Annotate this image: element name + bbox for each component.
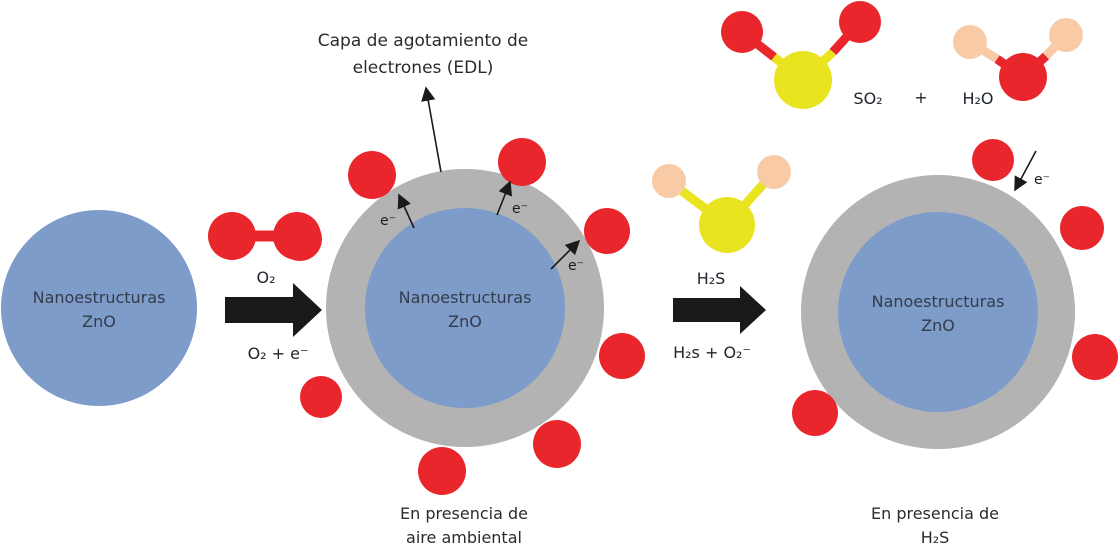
edl-label-line1: Capa de agotamiento de <box>318 31 528 51</box>
h2o-hydrogen-atom <box>953 25 987 59</box>
reaction1-above-label: O₂ <box>256 268 275 287</box>
electron-label: e⁻ <box>380 213 396 229</box>
h2o-product-label: H₂O <box>962 89 993 108</box>
h2o-molecule-icon <box>953 18 1083 101</box>
edl-label-line2: electrones (EDL) <box>353 58 494 78</box>
electron-label: e⁻ <box>512 201 528 217</box>
plus-sign-label: + <box>914 88 927 107</box>
oxygen-ion <box>1060 206 1104 250</box>
caption-air-line2: aire ambiental <box>406 528 522 547</box>
reaction-arrow-2 <box>673 286 766 334</box>
zno-label-left-line1: Nanoestructuras <box>33 288 166 307</box>
o2-oxygen-atom <box>208 212 256 260</box>
zno-label-right-line2: ZnO <box>921 316 955 335</box>
zno-core-middle <box>365 208 565 408</box>
h2s-sulfur-atom <box>699 197 755 253</box>
electron-out-arrow <box>550 239 581 270</box>
oxygen-ion <box>498 138 546 186</box>
caption-air-line1: En presencia de <box>400 504 528 523</box>
o2-oxygen-atom <box>273 212 321 260</box>
electron-out-arrow <box>397 193 415 229</box>
reaction2-above-label: H₂S <box>697 269 726 288</box>
so2-oxygen-atom <box>839 1 881 43</box>
h2s-molecule-icon <box>652 155 791 253</box>
so2-sulfur-atom <box>774 51 832 109</box>
oxygen-ion <box>1072 334 1118 380</box>
electron-in-arrow <box>1014 150 1037 192</box>
zno-label-left-line2: ZnO <box>82 312 116 331</box>
caption-h2s-line2: H₂S <box>921 528 950 547</box>
electron-out-arrow <box>496 180 513 216</box>
zno-label-middle-line1: Nanoestructuras <box>399 288 532 307</box>
o2-molecule-icon <box>208 212 321 260</box>
so2-molecule-icon <box>721 1 881 109</box>
oxygen-ion <box>418 447 466 495</box>
oxygen-ion <box>348 151 396 199</box>
electron-label: e⁻ <box>568 258 584 274</box>
oxygen-ion <box>584 208 630 254</box>
oxygen-ion <box>792 390 838 436</box>
reaction2-below-label: H₂s + O₂⁻ <box>673 343 751 362</box>
so2-product-label: SO₂ <box>853 89 882 108</box>
oxygen-ion <box>533 420 581 468</box>
h2s-hydrogen-atom <box>757 155 791 189</box>
caption-h2s-line1: En presencia de <box>871 504 999 523</box>
zno-core-right <box>838 212 1038 412</box>
zno-label-right-line1: Nanoestructuras <box>872 292 1005 311</box>
reaction-arrow-1 <box>225 283 322 337</box>
reaction1-below-label: O₂ + e⁻ <box>248 344 309 363</box>
h2o-hydrogen-atom <box>1049 18 1083 52</box>
oxygen-ion <box>599 333 645 379</box>
oxygen-ion <box>972 139 1014 181</box>
zno-sphere-left <box>1 210 197 406</box>
edl-pointer-arrow <box>421 86 442 173</box>
h2s-hydrogen-atom <box>652 164 686 198</box>
zno-label-middle-line2: ZnO <box>448 312 482 331</box>
so2-oxygen-atom <box>721 11 763 53</box>
h2o-oxygen-atom <box>999 53 1047 101</box>
electron-label: e⁻ <box>1034 172 1050 188</box>
oxygen-ion <box>300 376 342 418</box>
